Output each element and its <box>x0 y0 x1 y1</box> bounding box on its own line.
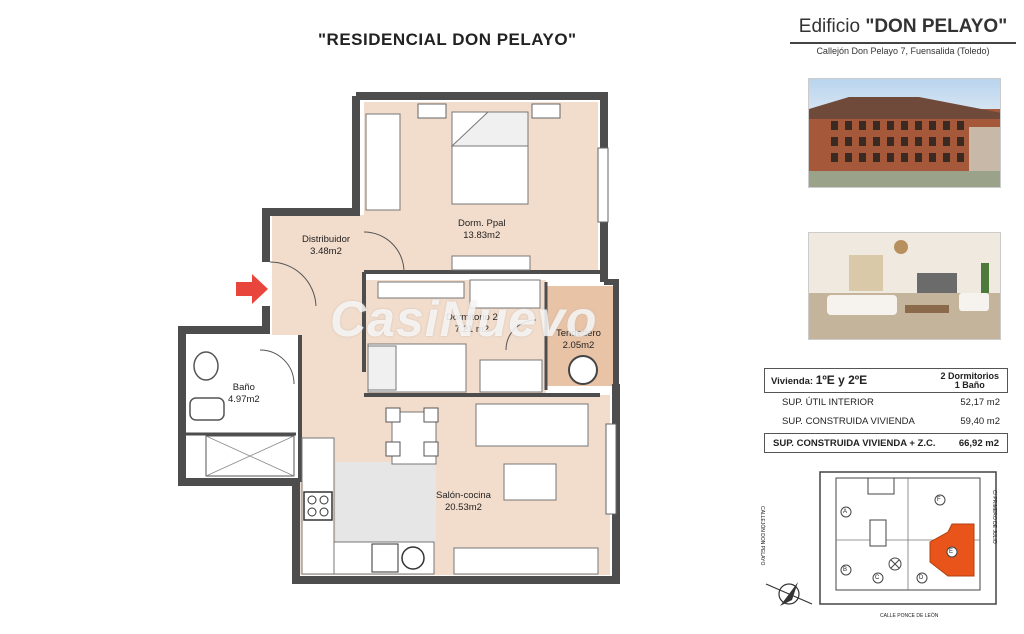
specs-table: Vivienda: 1ºE y 2ºE 2 Dormitorios 1 Baño… <box>764 368 1008 453</box>
room-label-distribuidor: Distribuidor 3.48m2 <box>302 234 350 258</box>
room-area: 3.48m2 <box>310 246 342 257</box>
room-name: Dormitorio 2 <box>446 312 498 323</box>
floor-kitchen <box>336 462 436 542</box>
site-plan-street-left: CALLEJÓN DON PELAYO <box>759 506 765 566</box>
room-label-dormitorio-2: Dormitorio 2 7.21 m2 <box>446 312 498 336</box>
spec-label: SUP. ÚTIL INTERIOR <box>782 397 874 408</box>
spec-row: SUP. ÚTIL INTERIOR 52,17 m2 <box>764 393 1008 412</box>
building-header: Edificio "DON PELAYO" Callejón Don Pelay… <box>790 16 1016 56</box>
site-plan-unit-mark: E <box>949 549 954 555</box>
room-name: Baño <box>232 382 255 393</box>
room-label-salon-cocina: Salón-cocina 20.53m2 <box>436 490 491 514</box>
site-plan <box>819 471 997 605</box>
door-swings <box>259 231 537 385</box>
specs-header: Vivienda: 1ºE y 2ºE 2 Dormitorios 1 Baño <box>764 368 1008 393</box>
room-area: 2.05m2 <box>562 340 595 351</box>
building-address: Callejón Don Pelayo 7, Fuensalida (Toled… <box>816 46 990 56</box>
salon-furniture <box>385 403 599 575</box>
north-arrow-icon <box>765 582 813 606</box>
exterior-photo-drawing <box>809 97 1000 187</box>
bed-main <box>365 103 561 271</box>
spec-value: 52,17 m2 <box>960 397 1000 408</box>
spec-row: SUP. CONSTRUIDA VIVIENDA 59,40 m2 <box>764 412 1008 431</box>
watermark: CasiNuevo <box>330 291 598 347</box>
site-plan-unit-mark: A <box>843 509 848 515</box>
rooms-summary: 2 Dormitorios 1 Baño <box>940 372 999 390</box>
site-plan-unit-mark: B <box>843 567 848 573</box>
room-area: 20.53m2 <box>444 502 482 513</box>
vivienda-label: Vivienda: <box>771 376 814 387</box>
page-title: "RESIDENCIAL DON PELAYO" <box>318 30 577 49</box>
building-name: Edificio "DON PELAYO" <box>790 16 1016 38</box>
room-area: 4.97m2 <box>228 394 260 405</box>
site-plan-unit-mark: D <box>919 575 924 581</box>
site-plan-unit-mark: C <box>875 575 880 581</box>
room-label-bano: Baño 4.97m2 <box>228 382 260 406</box>
spec-value: 59,40 m2 <box>960 416 1000 427</box>
site-plan-street-bottom: CALLE PONCE DE LEÓN <box>880 613 939 619</box>
room-area: 13.83m2 <box>463 230 501 241</box>
spec-total-value: 66,92 m2 <box>958 437 999 449</box>
building-name-prefix: Edificio <box>798 16 861 37</box>
interior-photo <box>808 232 1001 340</box>
divider <box>790 42 1016 44</box>
bathroom-fixtures <box>189 351 295 477</box>
exterior-photo <box>808 78 1001 188</box>
spec-total-label: SUP. CONSTRUIDA VIVIENDA + Z.C. <box>773 437 936 449</box>
washing-machine <box>568 355 598 385</box>
room-name: Tendedero <box>556 328 601 339</box>
room-name: Salón-cocina <box>436 490 491 501</box>
walls <box>178 92 620 584</box>
site-plan-street-right: C/ PRIMERO DE JULIO <box>991 490 997 544</box>
windows <box>597 147 617 515</box>
room-name: Distribuidor <box>302 234 351 245</box>
room-label-dorm-ppal: Dorm. Ppal 13.83m2 <box>458 218 506 242</box>
room-label-tendedero: Tendedero 2.05m2 <box>556 328 601 352</box>
room-area: 7.21 m2 <box>454 324 490 335</box>
bedrooms-count: 2 Dormitorios <box>940 371 999 381</box>
spec-label: SUP. CONSTRUIDA VIVIENDA <box>782 416 915 427</box>
spec-total-row: SUP. CONSTRUIDA VIVIENDA + Z.C. 66,92 m2 <box>764 433 1008 453</box>
site-plan-unit-mark: F <box>937 497 941 503</box>
entrance-arrow <box>236 274 268 304</box>
bed-second <box>367 279 543 393</box>
bathrooms-count: 1 Baño <box>954 380 985 390</box>
kitchen <box>301 437 435 575</box>
building-name-bold: "DON PELAYO" <box>865 16 1008 37</box>
room-name: Dorm. Ppal <box>458 218 506 229</box>
vivienda-value: 1ºE y 2ºE <box>815 373 868 387</box>
interior-photo-drawing <box>809 233 1000 339</box>
